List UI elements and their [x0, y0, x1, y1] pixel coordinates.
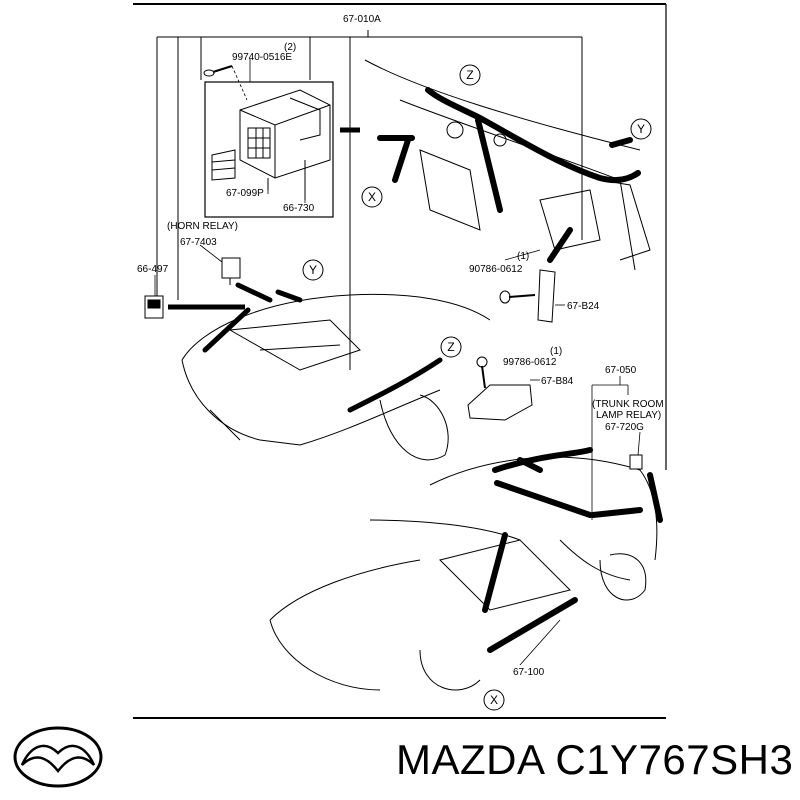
label-bracket-b84: 67-B84 [541, 376, 574, 387]
marker-z-top-label: Z [466, 68, 473, 82]
marker-x-upper-label: X [368, 190, 376, 204]
marker-y-left-label: Y [309, 263, 317, 277]
label-bolt-2-qty: (1) [550, 346, 562, 357]
marker-z-mid-label: Z [447, 340, 454, 354]
engine-bay-outline [181, 293, 491, 461]
rear-harness [482, 447, 663, 653]
dashboard-outline [364, 59, 651, 271]
bracket-b84 [467, 356, 533, 421]
screw-icon [203, 65, 248, 101]
label-trunk-relay-name-1: (TRUNK ROOM [592, 399, 664, 410]
label-fuse-block: 66-730 [283, 203, 315, 214]
part-title: MAZDA C1Y767SH3 [396, 736, 793, 784]
marker-x-bottom [483, 689, 505, 711]
bracket-b24 [499, 269, 556, 323]
part-number: C1Y767SH3 [555, 736, 794, 783]
marker-circles [302, 64, 652, 711]
marker-y-left [302, 259, 324, 281]
rear-body-outline [269, 456, 658, 691]
marker-y-right [630, 118, 652, 140]
label-bolt-1-qty: (1) [517, 251, 529, 262]
brand-name: MAZDA [396, 736, 544, 783]
horn-relay [221, 257, 241, 285]
label-horn-relay-name: (HORN RELAY) [167, 221, 238, 232]
left-connector [144, 295, 245, 319]
label-floor-harness: 67-100 [513, 667, 545, 678]
marker-z-mid [440, 336, 462, 358]
label-trunk-relay: 67-720G [605, 422, 644, 433]
fuse-block-inset [204, 81, 334, 218]
label-rear-harness: 67-050 [605, 365, 637, 376]
main-harness-leader [156, 30, 583, 370]
marker-x-bottom-label: X [490, 693, 498, 707]
label-screw: 99740-0516E [232, 52, 292, 63]
dashboard-harness [377, 87, 641, 263]
label-connector-block: 67-099P [226, 188, 264, 199]
label-trunk-relay-name-2: LAMP RELAY) [596, 410, 661, 421]
label-bracket-b24: 67-B24 [567, 301, 600, 312]
marker-x-upper [361, 186, 383, 208]
fuse-block-drawing [211, 89, 331, 200]
label-screw-qty: (2) [284, 42, 296, 53]
leader-lines [154, 58, 641, 666]
trunk-relay-icon [629, 454, 643, 470]
label-horn-relay: 67-7403 [180, 237, 217, 248]
label-bolt-1: 90786-0612 [469, 264, 523, 275]
marker-y-right-label: Y [637, 122, 645, 136]
label-main-harness: 67-010A [343, 14, 381, 25]
mazda-logo-icon [13, 726, 103, 788]
engine-harness [202, 282, 443, 413]
label-connector-left: 66-497 [137, 264, 169, 275]
label-bolt-2: 99786-0612 [503, 357, 557, 368]
marker-z-top [459, 64, 481, 86]
